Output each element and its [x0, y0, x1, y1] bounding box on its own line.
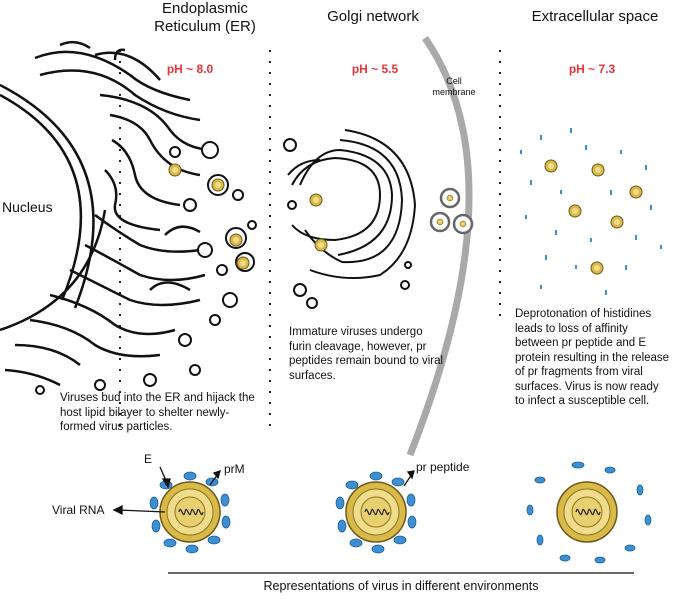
- golgi-virions: [309, 193, 328, 252]
- pr-fragments-scatter: [520, 128, 662, 295]
- ph-er: pH ~ 8.0: [166, 62, 214, 76]
- label-cell-membrane: Cell membrane: [432, 76, 476, 97]
- extracellular-virions: [544, 159, 643, 275]
- golgi-vesicles: [283, 138, 412, 309]
- virus-mature: [526, 461, 652, 564]
- caption: Representations of virus in different en…: [263, 579, 539, 593]
- virus-immature: [149, 471, 231, 554]
- ph-extracellular: pH ~ 7.3: [568, 62, 616, 76]
- label-prm: prM: [224, 462, 245, 476]
- header-er: Endoplasmic Reticulum (ER): [154, 0, 256, 35]
- label-e-protein: E: [144, 452, 153, 466]
- label-viral-rna: Viral RNA: [52, 503, 105, 517]
- nucleus-envelope: [0, 83, 107, 332]
- description-extracellular: Deprotonation of histidines leads to los…: [515, 308, 670, 407]
- er-membrane: [4, 40, 216, 387]
- description-er: Viruses bud into the ER and hijack the h…: [60, 392, 255, 433]
- label-arrows: [112, 466, 415, 516]
- header-golgi: Golgi network: [327, 8, 419, 25]
- cell-membrane: [406, 36, 473, 457]
- ph-golgi: pH ~ 5.5: [351, 62, 399, 76]
- virus-cleaved: [335, 471, 417, 554]
- header-extracellular: Extracellular space: [531, 8, 659, 25]
- description-golgi: Immature viruses undergo furin cleavage,…: [289, 326, 444, 382]
- membrane-vesicles: [429, 187, 474, 235]
- golgi-stack: [287, 129, 417, 279]
- label-nucleus: Nucleus: [2, 199, 53, 215]
- label-pr-peptide: pr peptide: [416, 460, 470, 474]
